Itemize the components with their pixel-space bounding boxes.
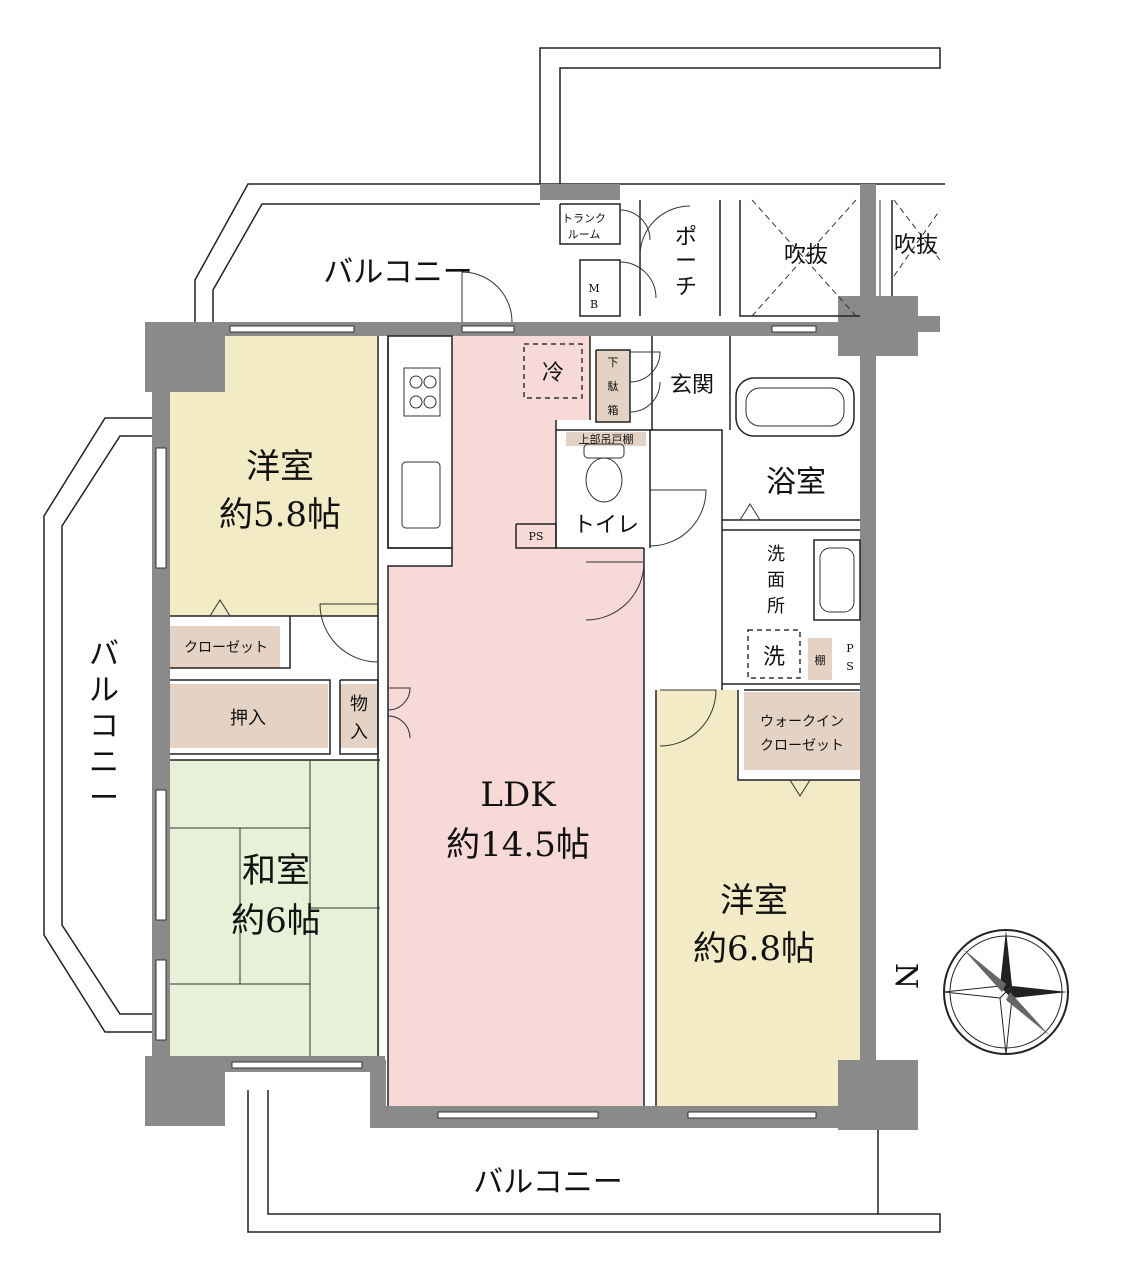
closet-fill [170,626,280,668]
ldk-name: LDK [480,775,556,815]
japanese-room-size: 約6帖 [231,901,321,941]
north-compass: N [888,929,1069,1055]
washer-outline [747,629,801,679]
porch-label-3: チ [675,275,697,300]
mb-label-2: B [590,298,598,311]
washer-label: 洗 [763,645,785,670]
walkin-closet-fill [744,692,860,770]
trunk-room-label-2: ルーム [568,228,601,241]
svg-text:ニ: ニ [89,745,119,780]
shelf-fill [808,638,832,680]
ps-label: PS [529,530,544,543]
bathroom-label: 浴室 [766,465,826,500]
washroom-label-3: 所 [767,596,785,617]
walls [145,184,940,1130]
western-room-1-size: 約5.8帖 [219,495,341,535]
washroom-label-2: 面 [767,570,785,591]
fukinuke-label-1: 吹抜 [784,243,828,268]
windows [155,325,817,1119]
closet-label: クローゼット [184,640,268,656]
bottom-balcony [247,1090,941,1233]
balcony-bottom-label: バルコニー [473,1165,622,1200]
toilet-label: トイレ [573,513,639,538]
shoebox-label-3: 箱 [608,403,619,417]
doors [319,205,717,747]
trunk-room-label-1: トランク [562,212,606,225]
other-labels: バルコニー バルコニー バ ル コ ニ ー トランク ルーム ポ ー チ 吹抜 … [89,212,938,1200]
shelf-label: 棚 [815,653,826,667]
western-room-2-size: 約6.8帖 [693,929,815,969]
washroom-label-1: 洗 [767,544,785,565]
japanese-room-name: 和室 [242,851,310,891]
ldk-size: 約14.5帖 [446,825,590,865]
western-room-1-name: 洋室 [246,447,314,487]
svg-text:バ: バ [89,637,119,672]
fridge-label: 冷 [542,361,564,386]
shoebox-label-1: 下 [608,356,619,369]
storage-fill [340,684,378,748]
entrance-label: 玄関 [670,373,714,398]
room-labels: 洋室 約5.8帖 LDK 約14.5帖 和室 約6帖 洋室 約6.8帖 [219,447,815,969]
walkin-closet-label-2: クローゼット [760,738,844,754]
balcony-top-label: バルコニー [323,255,472,290]
svg-text:ー: ー [89,781,119,816]
upper-shelf-fill [566,432,646,446]
balcony-left-label: バ ル コ ニ ー [89,637,119,816]
walkin-closet-label-1: ウォークイン [760,714,844,730]
left-balcony [43,417,152,1033]
ldk-fill [388,336,644,1106]
western-room-2-fill [656,690,860,1106]
fridge-outline [523,343,583,399]
porch-label-2: ー [675,249,697,274]
shoebox-fill [596,350,630,422]
svg-text:ル: ル [89,673,119,708]
svg-text:コ: コ [89,709,119,744]
mb-label-1: M [588,282,599,295]
western-room-2-name: 洋室 [720,881,788,921]
ps-vertical-1: P [846,642,854,655]
compass-needle-icon [1000,930,1012,992]
oshiire-label: 押入 [230,708,266,729]
interior-lines [170,200,893,1106]
storage-label-2: 入 [350,722,368,743]
porch-label-1: ポ [675,225,697,250]
north-label: N [888,963,923,989]
shoebox-label-2: 駄 [608,379,619,393]
oshiire-fill [170,684,328,748]
upper-shelf-label: 上部吊戸棚 [579,432,634,446]
storage-label-1: 物 [350,694,368,715]
fukinuke-label-2: 吹抜 [894,233,938,258]
ps-vertical-2: S [846,660,854,673]
